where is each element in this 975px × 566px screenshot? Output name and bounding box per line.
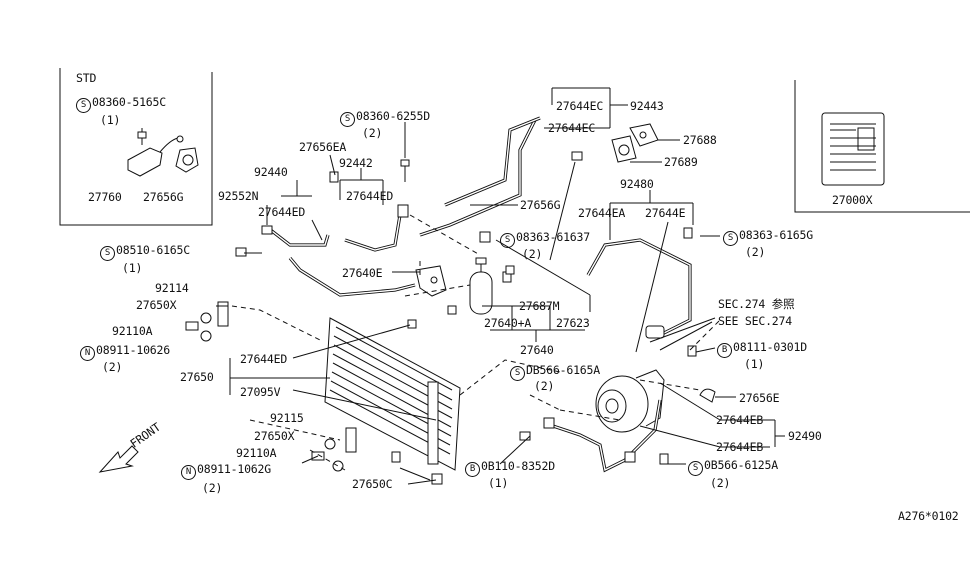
label-27687m: 27687M	[519, 299, 560, 313]
s-mark-icon: S	[688, 461, 703, 476]
label-27644ea: 27644EA	[578, 206, 626, 220]
s-mark-icon: S	[340, 112, 355, 127]
label-27644eb-a: 27644EB	[716, 413, 764, 427]
label-27688: 27688	[683, 133, 717, 147]
compressor	[595, 369, 665, 433]
label-27689: 27689	[664, 155, 698, 169]
s-mark-icon: S	[510, 366, 525, 381]
front-arrow-icon	[98, 445, 139, 473]
s-mark-icon: S	[723, 231, 738, 246]
label-27640e: 27640E	[342, 266, 383, 280]
condenser-27650	[324, 317, 461, 485]
b-mark-icon: B	[465, 462, 480, 477]
s-mark-icon: S	[500, 233, 515, 248]
label-0b566-6125a-qty: (2)	[710, 476, 731, 490]
label-92110a-b: 92110A	[236, 446, 277, 460]
label-92442: 92442	[339, 156, 373, 170]
bracket-27688	[629, 123, 659, 147]
label-92480: 92480	[620, 177, 654, 191]
label-27650c: 27650C	[352, 477, 393, 491]
label-0b110-8352d-qty: (1)	[488, 476, 509, 490]
label-db566-6165a-qty: (2)	[534, 379, 555, 393]
std-part-a: 27760	[88, 190, 122, 204]
label-27095v: 27095V	[240, 385, 281, 399]
b-mark-icon: B	[717, 343, 732, 358]
std-bolt	[137, 128, 147, 145]
label-27644eb-b: 27644EB	[716, 440, 764, 454]
label-27644ed-c: 27644ED	[240, 352, 288, 366]
std-clip-27656g	[175, 147, 199, 173]
label-27644ec-a: 27644EC	[556, 99, 604, 113]
bracket-27640e	[415, 265, 447, 297]
label-27640a: 27640+A	[484, 316, 532, 330]
label-92490: 92490	[788, 429, 822, 443]
std-sensor-27760	[127, 135, 184, 177]
label-08363-6165g-qty: (2)	[745, 245, 766, 259]
label-08363-61637-qty: (2)	[522, 247, 543, 261]
pipes	[267, 116, 692, 473]
label-27623: 27623	[556, 316, 590, 330]
label-27656ea: 27656EA	[299, 140, 347, 154]
label-92552n: 92552N	[218, 189, 259, 203]
s-mark-icon: S	[100, 246, 115, 261]
label-27644ed-a: 27644ED	[258, 205, 306, 219]
leader-lines	[216, 87, 785, 485]
label-92114: 92114	[155, 281, 189, 295]
label-sheet-icon	[821, 112, 885, 186]
label-27650x-b: 27650X	[254, 429, 295, 443]
label-27644ec-b: 27644EC	[548, 121, 596, 135]
std-title: STD	[76, 71, 97, 85]
receiver-drier-27640	[469, 257, 512, 315]
label-box-part: 27000X	[832, 193, 873, 207]
n-mark-icon: N	[80, 346, 95, 361]
label-08911-1062g-qty: (2)	[202, 481, 223, 495]
dashed-lines	[231, 214, 721, 471]
label-92443: 92443	[630, 99, 664, 113]
label-27650: 27650	[180, 370, 214, 384]
label-08911-10626-qty: (2)	[102, 360, 123, 374]
std-bolt-qty: (1)	[100, 113, 121, 127]
label-box-frame	[794, 80, 970, 213]
label-08510-6165c-qty: (1)	[122, 261, 143, 275]
bracket-27689	[611, 135, 637, 163]
label-27650x-a: 27650X	[136, 298, 177, 312]
label-27644e: 27644E	[645, 206, 686, 220]
s-mark-icon: S	[76, 98, 91, 113]
label-sec274-jp: SEC.274 参照	[718, 297, 795, 311]
std-part-b: 27656G	[143, 190, 184, 204]
label-sec274-en: SEE SEC.274	[718, 314, 792, 328]
label-27640: 27640	[520, 343, 554, 357]
label-27656g: 27656G	[520, 198, 561, 212]
diagram-code: A276*0102	[898, 509, 959, 523]
label-92110a-a: 92110A	[112, 324, 153, 338]
label-27644ed-b: 27644ED	[346, 189, 394, 203]
label-08111-0301d-qty: (1)	[744, 357, 765, 371]
std-box-frame	[59, 68, 213, 226]
n-mark-icon: N	[181, 465, 196, 480]
label-92440: 92440	[254, 165, 288, 179]
label-08360-6255d-qty: (2)	[362, 126, 383, 140]
label-92115: 92115	[270, 411, 304, 425]
label-27656e: 27656E	[739, 391, 780, 405]
